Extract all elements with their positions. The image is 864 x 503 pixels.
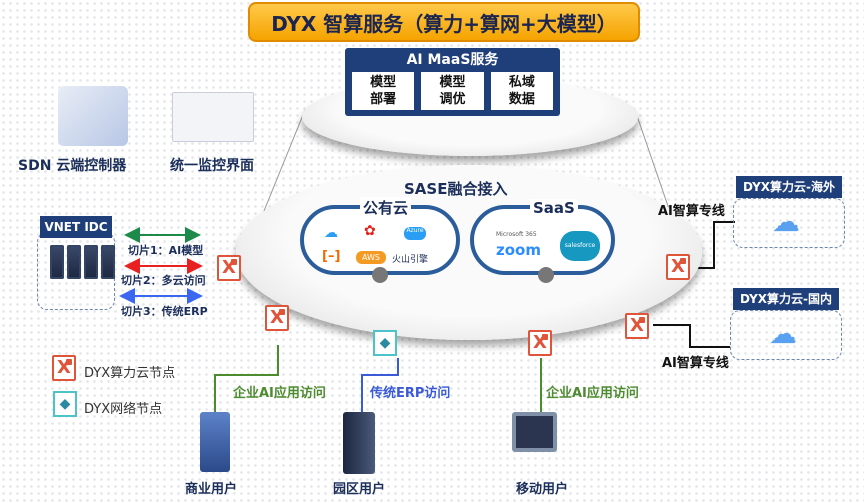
sase-title: SASE融合接入 bbox=[404, 180, 508, 198]
saas-cloud: SaaS Microsoft 365 zoom salesforce bbox=[470, 199, 615, 283]
compute-node-icon: X bbox=[528, 330, 552, 356]
page-title: DYX 智算服务（算力+算网+大模型） bbox=[248, 2, 640, 42]
vnet-idc-title: VNET IDC bbox=[40, 216, 112, 238]
aliyun-logo: [–] bbox=[322, 249, 341, 264]
volcengine-logo: 火山引擎 bbox=[392, 255, 429, 265]
dc-domestic-title: DYX算力云-国内 bbox=[733, 288, 839, 310]
user-business: 商业用户 bbox=[185, 482, 238, 497]
sdn-controller-label: SDN 云端控制器 bbox=[18, 158, 127, 174]
azure-logo: Azure bbox=[404, 227, 426, 240]
public-cloud: 公有云 ☁ ✿ Azure [–] AWS 火山引擎 bbox=[300, 197, 460, 283]
access-label-enterprise-ai: 企业AI应用访问 bbox=[546, 386, 639, 401]
maas-item-data: 私域数据 bbox=[490, 72, 553, 110]
dc-overseas-title: DYX算力云-海外 bbox=[736, 176, 842, 198]
saas-title: SaaS bbox=[530, 199, 578, 217]
slice-3-label: 切片3：传统ERP bbox=[121, 305, 208, 318]
legend-compute-node: DYX算力云节点 bbox=[84, 366, 176, 381]
dedicated-line-label: AI智算专线 bbox=[662, 356, 729, 371]
slice-1-label: 切片1：AI模型 bbox=[128, 244, 204, 257]
compute-node-icon: X bbox=[52, 355, 76, 381]
access-label-enterprise-ai: 企业AI应用访问 bbox=[233, 386, 326, 401]
compute-node-icon: X bbox=[265, 305, 289, 331]
business-server-icon bbox=[200, 412, 230, 472]
legend-network-node: DYX网络节点 bbox=[84, 402, 163, 417]
cloud-connector bbox=[538, 267, 554, 283]
aws-logo: AWS bbox=[356, 251, 386, 264]
user-campus: 园区用户 bbox=[333, 482, 386, 497]
huawei-logo: ✿ bbox=[364, 223, 376, 239]
compute-node-icon: X bbox=[666, 254, 690, 280]
cloud-server-icon: ☁ bbox=[769, 317, 797, 350]
dc-domestic-box: ☁ bbox=[730, 310, 842, 360]
public-cloud-title: 公有云 bbox=[360, 197, 412, 218]
maas-header: AI MaaS服务 bbox=[406, 52, 499, 68]
monitor-screen-icon bbox=[172, 92, 254, 142]
maas-item-deploy: 模型部署 bbox=[352, 72, 415, 110]
campus-server-icon bbox=[343, 412, 375, 474]
compute-node-icon: X bbox=[625, 313, 649, 339]
user-mobile: 移动用户 bbox=[516, 482, 569, 497]
access-label-erp: 传统ERP访问 bbox=[370, 386, 451, 401]
slice-2-label: 切片2：多云访问 bbox=[121, 274, 206, 287]
compute-node-icon: X bbox=[217, 255, 241, 281]
zoom-logo: zoom bbox=[496, 241, 541, 259]
cloud-connector bbox=[372, 267, 388, 283]
cloud-server-icon: ☁ bbox=[772, 205, 800, 238]
ai-maas-panel: AI MaaS服务 模型部署 模型调优 私域数据 bbox=[345, 48, 560, 116]
mobile-workstation-icon bbox=[512, 412, 557, 452]
monitor-label: 统一监控界面 bbox=[170, 158, 254, 174]
maas-item-tune: 模型调优 bbox=[421, 72, 484, 110]
dedicated-line-label: AI智算专线 bbox=[658, 204, 725, 219]
network-node-icon: ◆ bbox=[53, 391, 77, 417]
vnet-idc-box bbox=[37, 232, 115, 310]
microsoft365-logo: Microsoft 365 bbox=[496, 231, 537, 238]
tencent-cloud-logo: ☁ bbox=[324, 225, 338, 241]
server-rack-icon bbox=[50, 245, 115, 279]
salesforce-logo: salesforce bbox=[560, 231, 600, 261]
network-node-icon: ◆ bbox=[373, 330, 397, 356]
dc-overseas-box: ☁ bbox=[733, 198, 845, 248]
sdn-controller-icon bbox=[58, 86, 128, 146]
